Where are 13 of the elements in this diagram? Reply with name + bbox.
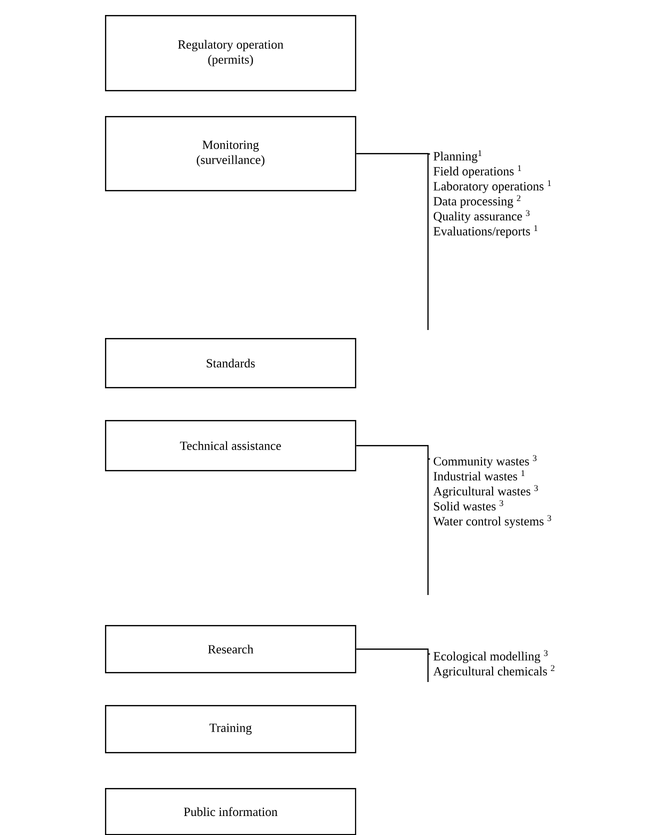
bracket-line bbox=[356, 153, 430, 331]
item-list: Ecological modelling $^{3}$ Agricultural chemicals $^{2}$ bbox=[433, 650, 554, 678]
item-list: Community wastes $^{3}$ Industrial wastes $^{1}$ Agricultural wastes $^{3}$ Solid wastes $^{3}$ Water control systems $^{3}$ bbox=[433, 455, 552, 528]
box: Research bbox=[105, 625, 356, 674]
box: Monitoring (surveillance) bbox=[105, 116, 356, 192]
box: Training bbox=[105, 705, 356, 754]
box: Public information bbox=[105, 788, 356, 835]
box: Technical assistance bbox=[105, 420, 356, 472]
item-list: Planning$^{1}$ Field operations $^{1}$ Laboratory operations $^{1}$ Data processing $^{2}$ Quality assurance $^{3}$ Evaluations/reports $^{1}$ bbox=[434, 150, 551, 238]
box: Standards bbox=[105, 338, 356, 388]
bracket-line bbox=[356, 445, 430, 596]
box: Regulatory operation (permits) bbox=[105, 15, 356, 92]
bracket-line bbox=[356, 648, 430, 683]
